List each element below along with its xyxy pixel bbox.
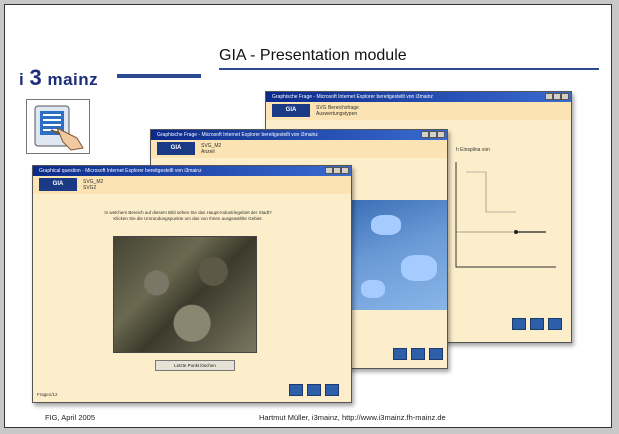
nav-square-icon[interactable] xyxy=(512,318,526,330)
question-instruction: In welchem Bereich auf diesem Bild sehen… xyxy=(104,210,272,221)
nav-square-icon[interactable] xyxy=(411,348,425,360)
footer-author: Hartmut Müller, i3mainz, http://www.i3ma… xyxy=(259,413,446,422)
nav-square-icon[interactable] xyxy=(325,384,339,396)
aerial-photo[interactable] xyxy=(113,236,257,353)
title-rule xyxy=(219,68,599,70)
nav-square-icon[interactable] xyxy=(530,318,544,330)
window-subtitle: SVG_M2 SVG2 xyxy=(83,179,103,191)
gia-brand: GIA xyxy=(272,104,310,117)
window-titlebar: Graphical question - Microsoft Internet … xyxy=(33,166,351,176)
close-icon[interactable] xyxy=(437,131,445,138)
logo-suffix: mainz xyxy=(47,70,99,89)
question-pager: Frage1/12 xyxy=(37,392,58,397)
minimize-icon[interactable] xyxy=(325,167,333,174)
window-titlebar: Graphische Frage - Microsoft Internet Ex… xyxy=(151,130,447,140)
subtitle-line: Anzeil xyxy=(201,149,215,155)
nav-square-icon[interactable] xyxy=(548,318,562,330)
subtitle-line: SVG2 xyxy=(83,185,97,191)
subtitle-line: SVG_M2 xyxy=(201,143,222,149)
minimize-icon[interactable] xyxy=(421,131,429,138)
delete-last-point-button[interactable]: Letzte Punkt löschen xyxy=(155,360,235,371)
nav-bar xyxy=(33,176,351,194)
close-icon[interactable] xyxy=(341,167,349,174)
maximize-icon[interactable] xyxy=(429,131,437,138)
nav-bar xyxy=(151,140,447,158)
kiosk-touchscreen-icon xyxy=(26,99,90,154)
gia-brand: GIA xyxy=(157,142,195,155)
nav-square-icon[interactable] xyxy=(429,348,443,360)
map-image xyxy=(351,200,447,310)
minimize-icon[interactable] xyxy=(545,93,553,100)
gia-brand: GIA xyxy=(39,178,77,191)
logo-number: 3 xyxy=(29,65,43,90)
nav-square-icon[interactable] xyxy=(289,384,303,396)
nav-square-icon[interactable] xyxy=(393,348,407,360)
slide: i 3 mainz GIA - Presentation module Grap… xyxy=(4,4,612,428)
maximize-icon[interactable] xyxy=(553,93,561,100)
nav-bar xyxy=(266,102,571,120)
close-icon[interactable] xyxy=(561,93,569,100)
i3mainz-logo: i 3 mainz xyxy=(19,65,98,91)
window-titlebar: Graphische Frage - Microsoft Internet Ex… xyxy=(266,92,571,102)
logo-prefix: i xyxy=(19,70,25,89)
footer-event: FIG, April 2005 xyxy=(45,413,96,422)
window-subtitle: SVG Bereichsfrage Auswertungstypen xyxy=(316,105,359,117)
partial-text: h Einsplina von xyxy=(456,147,490,153)
subtitle-line: SVG_M2 xyxy=(83,179,104,185)
subtitle-line: SVG Bereichsfrage xyxy=(316,105,359,111)
logo-underline xyxy=(117,74,201,78)
browser-window-front: Graphical question - Microsoft Internet … xyxy=(32,165,352,403)
subtitle-line: Auswertungstypen xyxy=(316,111,358,117)
slide-title: GIA - Presentation module xyxy=(219,47,407,64)
nav-square-icon[interactable] xyxy=(307,384,321,396)
maximize-icon[interactable] xyxy=(333,167,341,174)
window-subtitle: SVG_M2 Anzeil xyxy=(201,143,221,155)
